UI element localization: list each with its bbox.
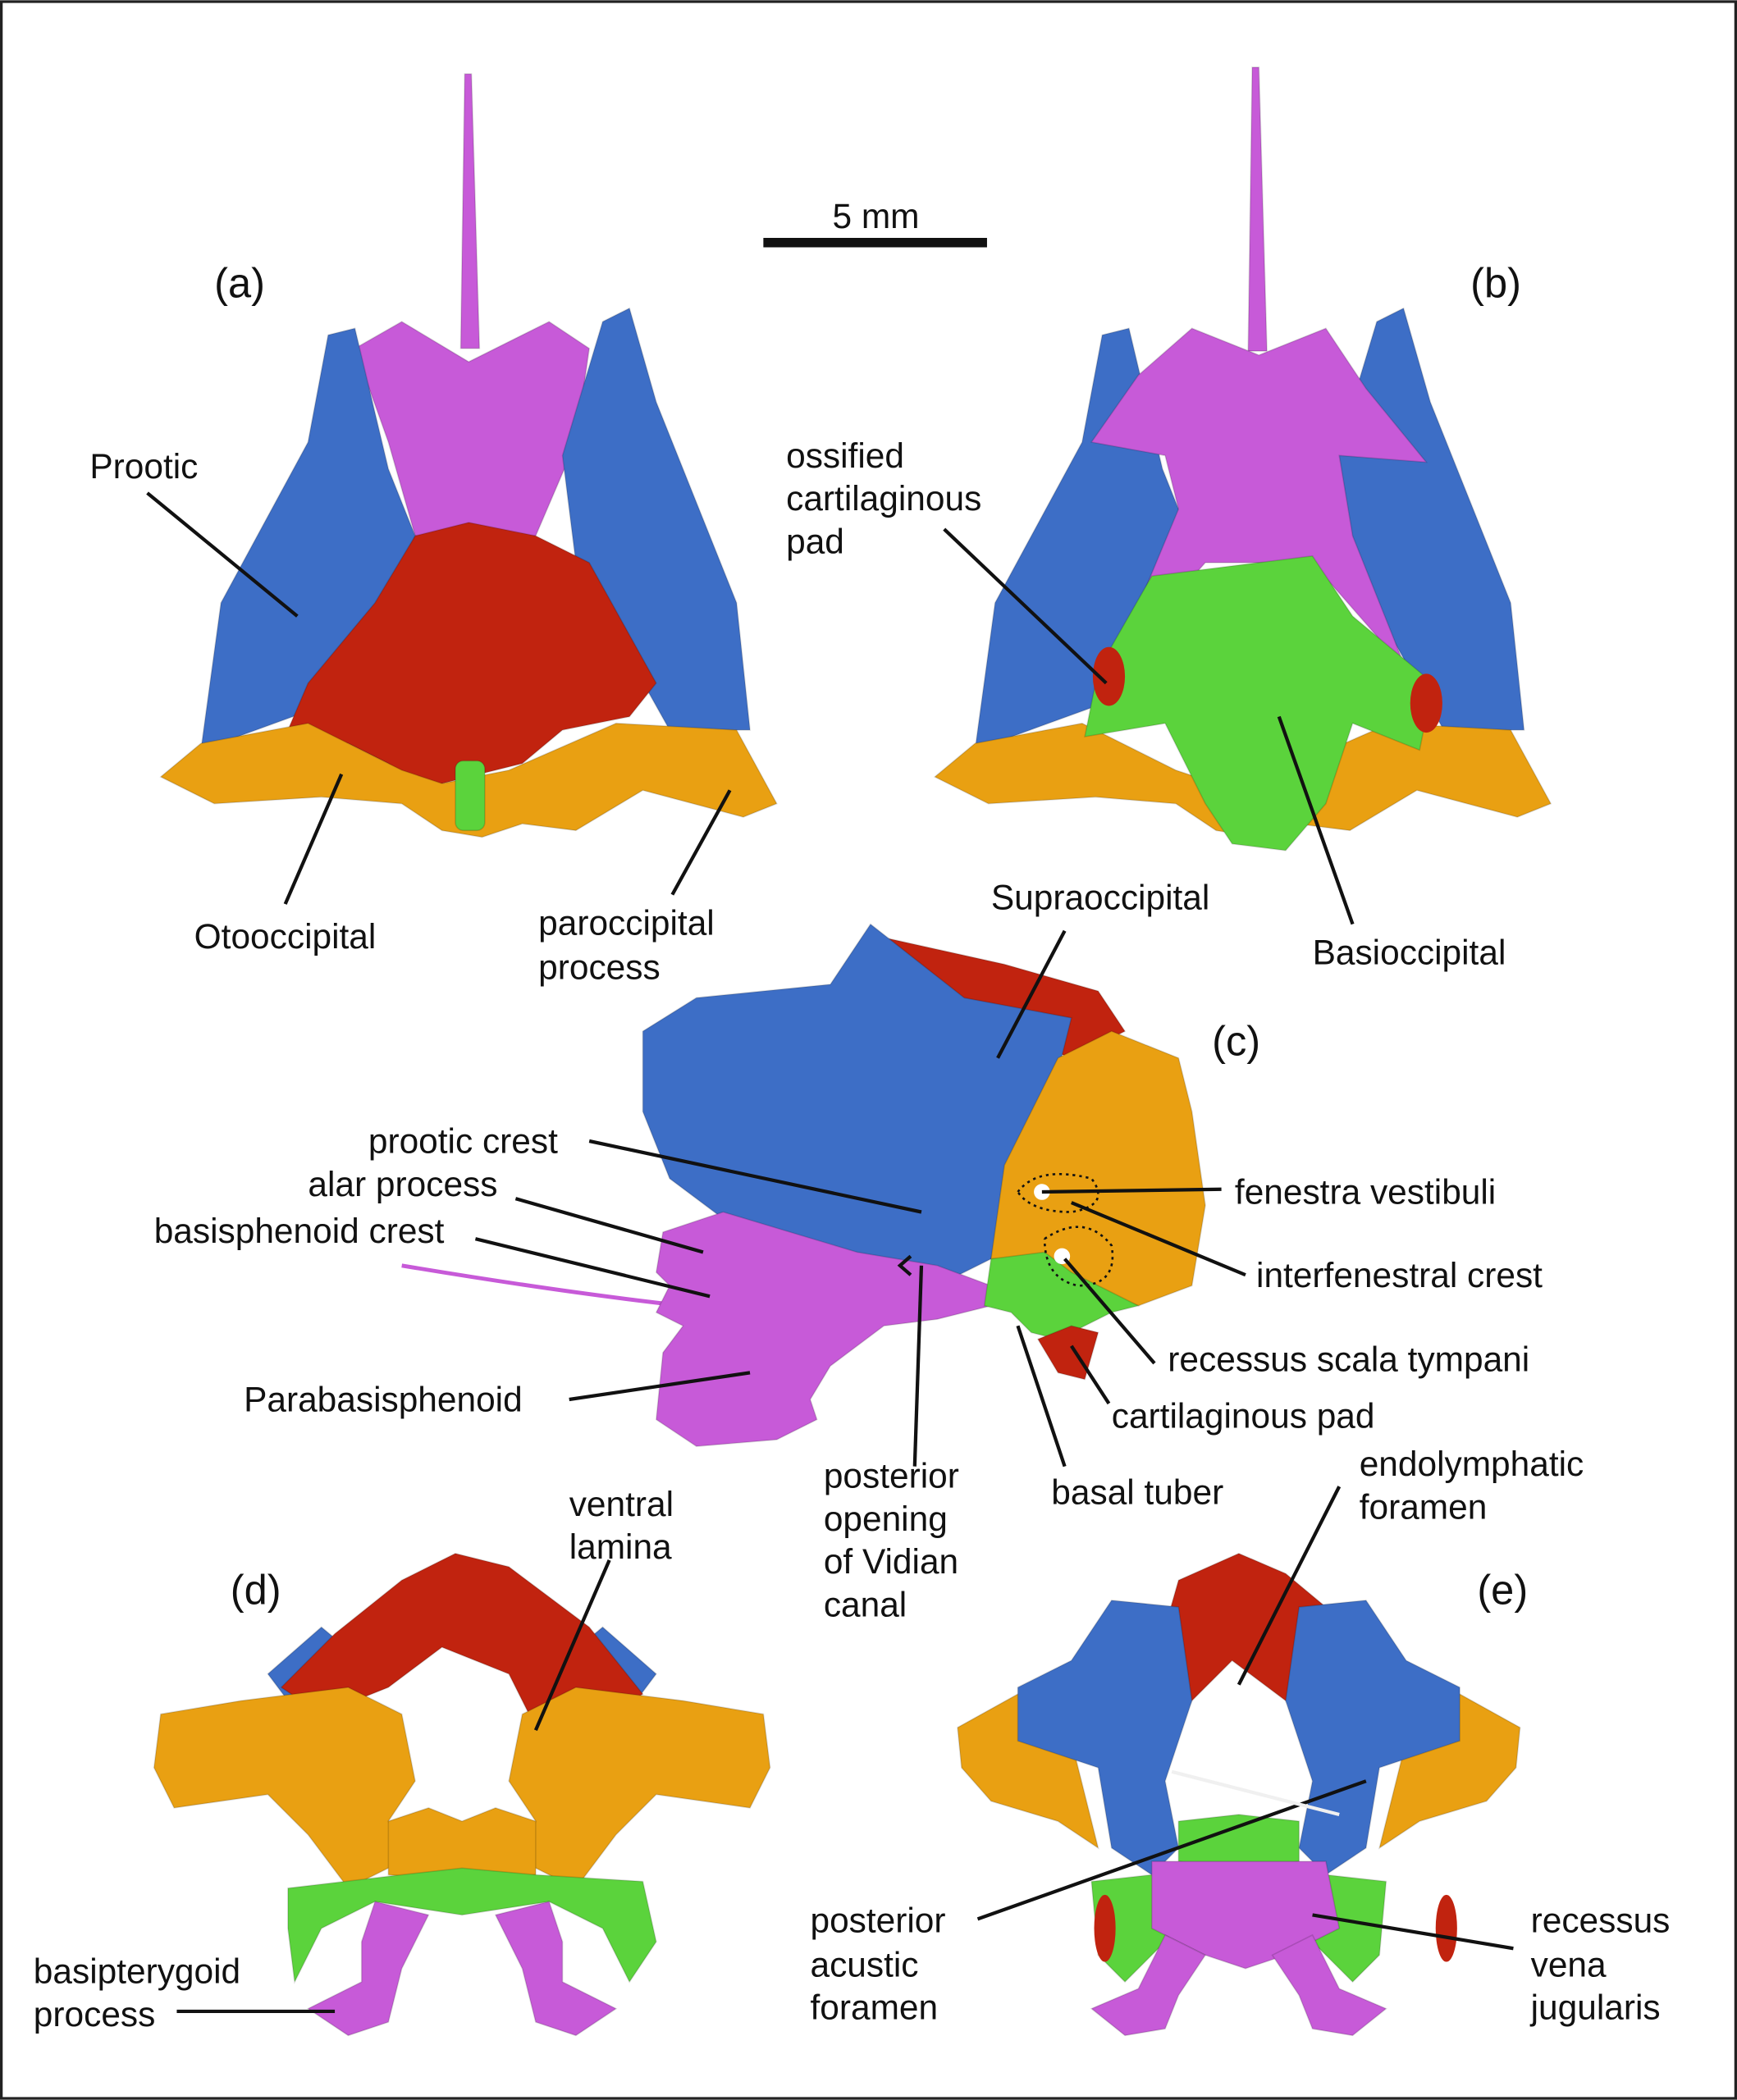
label-ventral-lamina-1: ventral bbox=[569, 1485, 674, 1523]
panel-label-d: (d) bbox=[231, 1567, 281, 1614]
label-endolymphatic-2: foramen bbox=[1360, 1487, 1488, 1526]
label-prootic-crest: prootic crest bbox=[368, 1122, 558, 1161]
label-vidian-2: opening bbox=[824, 1500, 948, 1538]
panel-label-a: (a) bbox=[214, 260, 265, 307]
label-ventral-lamina-2: lamina bbox=[569, 1527, 672, 1566]
label-prootic: Prootic bbox=[89, 447, 198, 486]
label-vena-jugularis-1: recessus bbox=[1531, 1901, 1671, 1940]
label-ossified-pad-1: ossified bbox=[786, 436, 904, 475]
label-otooccipital: Otooccipital bbox=[194, 917, 377, 956]
label-acustic-1: posterior bbox=[810, 1901, 945, 1940]
label-vidian-3: of Vidian bbox=[824, 1542, 958, 1581]
label-ossified-pad-2: cartilaginous bbox=[786, 479, 981, 518]
label-basal-tuber: basal tuber bbox=[1051, 1472, 1223, 1511]
label-fenestra-vestibuli: fenestra vestibuli bbox=[1235, 1173, 1496, 1212]
panel-a-specimen bbox=[159, 73, 778, 838]
label-paroccipital-2: process bbox=[538, 947, 661, 986]
scale-bar-label: 5 mm bbox=[832, 197, 919, 235]
panel-label-b: (b) bbox=[1470, 260, 1521, 307]
label-parabasisphenoid: Parabasisphenoid bbox=[244, 1381, 523, 1419]
label-alar-process: alar process bbox=[308, 1165, 497, 1203]
panel-e-specimen bbox=[957, 1552, 1521, 2037]
label-acustic-2: acustic bbox=[810, 1946, 918, 1984]
panel-b-specimen bbox=[933, 66, 1552, 851]
label-interfenestral-crest: interfenestral crest bbox=[1256, 1256, 1543, 1294]
label-vidian-1: posterior bbox=[824, 1457, 959, 1495]
label-paroccipital-1: paroccipital bbox=[538, 904, 715, 943]
label-endolymphatic-1: endolymphatic bbox=[1360, 1445, 1584, 1483]
label-vena-jugularis-3: jugularis bbox=[1529, 1988, 1661, 2027]
label-vena-jugularis-2: vena bbox=[1531, 1946, 1607, 1984]
label-basipterygoid-1: basipterygoid bbox=[34, 1952, 240, 1991]
label-acustic-3: foramen bbox=[810, 1988, 938, 2027]
label-supraoccipital: Supraoccipital bbox=[991, 879, 1209, 917]
panel-label-e: (e) bbox=[1477, 1567, 1528, 1614]
label-basisphenoid-crest: basisphenoid crest bbox=[154, 1212, 445, 1250]
label-cartilaginous-pad: cartilaginous pad bbox=[1112, 1396, 1375, 1435]
label-recessus-scala-tympani: recessus scala tympani bbox=[1168, 1340, 1529, 1379]
panel-label-c: (c) bbox=[1212, 1018, 1260, 1065]
label-basipterygoid-2: process bbox=[34, 1995, 156, 2034]
leader-lines bbox=[146, 491, 1514, 2014]
label-ossified-pad-3: pad bbox=[786, 522, 844, 560]
label-vidian-4: canal bbox=[824, 1585, 907, 1623]
label-basioccipital: Basioccipital bbox=[1313, 934, 1506, 972]
scale-bar: 5 mm bbox=[763, 197, 987, 248]
